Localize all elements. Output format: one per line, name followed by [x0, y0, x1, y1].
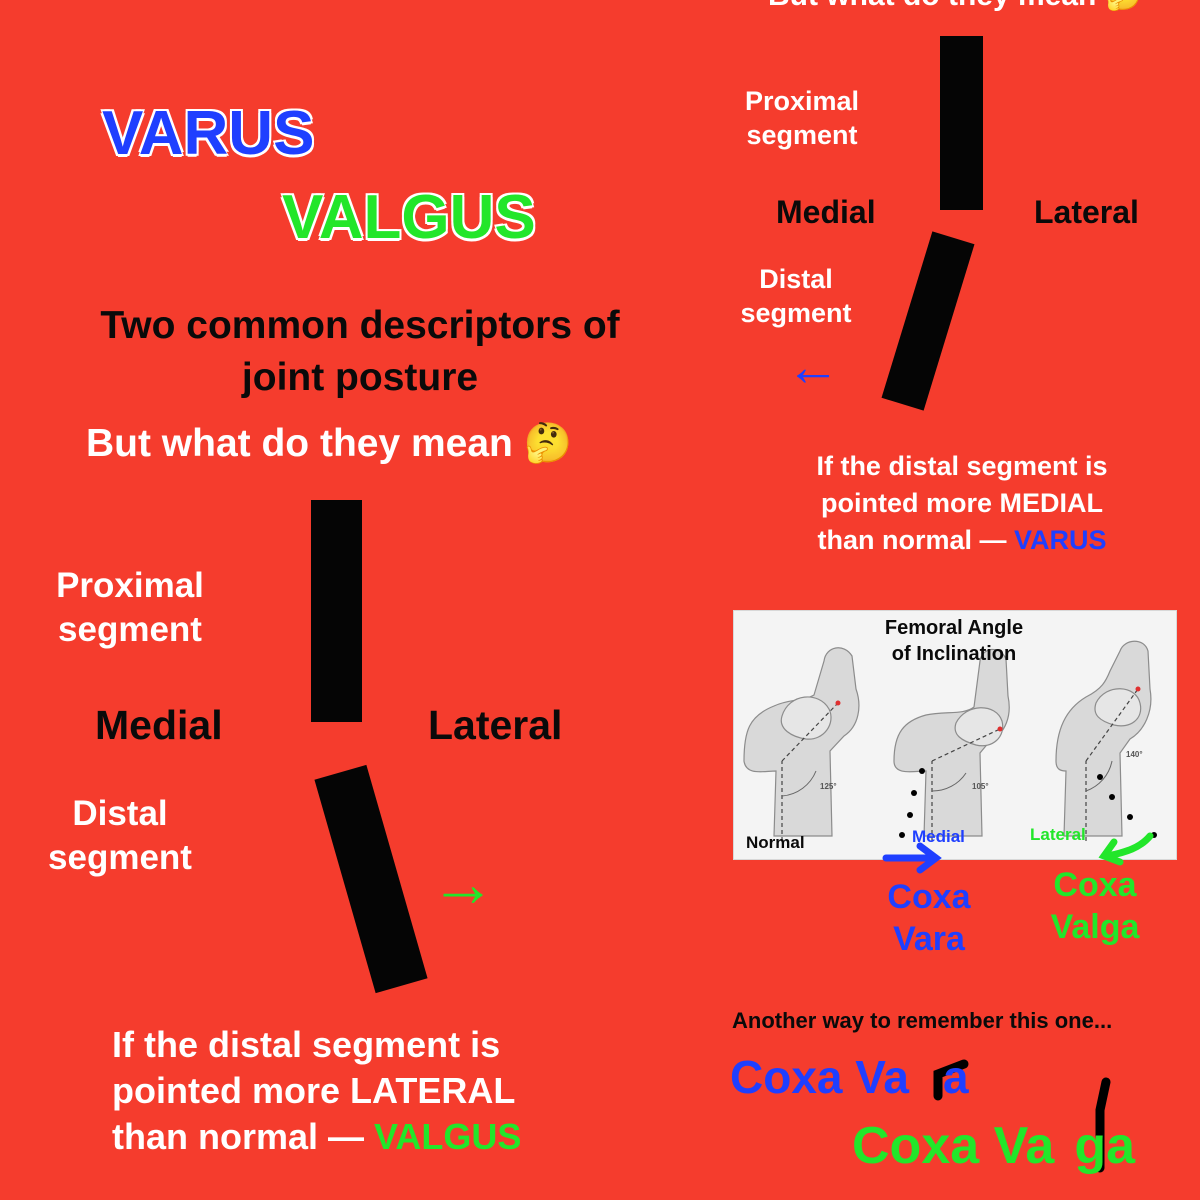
coxa-valga-label: Coxa Valga: [1050, 866, 1140, 946]
mnemonic-vara-end: a: [943, 1051, 969, 1103]
varus-caption-line1: If the distal segment is: [816, 451, 1108, 481]
figure-title-line1: Femoral Angle: [884, 617, 1024, 639]
femoral-angle-figure: 125° 105° 140° Femoral Angle of Inclinat…: [733, 610, 1177, 860]
valgus-caption-line1: If the distal segment is: [112, 1024, 501, 1065]
figure-title: Femoral Angle of Inclination: [854, 615, 1054, 667]
question-text: But what do they mean 🤔: [86, 422, 573, 465]
lateral-label: Lateral: [428, 702, 563, 748]
angle-normal-label: 125°: [820, 782, 837, 791]
medial-label: Medial: [95, 702, 223, 748]
varus-caption-line2: pointed more MEDIAL: [821, 488, 1103, 518]
varus-caption-text: than normal —: [817, 525, 1014, 555]
varus-medial-label: Medial: [776, 194, 876, 230]
distal-label: Distal segment: [48, 794, 192, 877]
varus-title: VARUS: [102, 99, 315, 168]
varus-proximal-segment-bar: [940, 36, 983, 210]
femur-illustration: 125° 105° 140°: [743, 640, 1157, 841]
varus-proximal-label: Proximal segment: [744, 86, 860, 150]
varus-caption-line3: than normal — VARUS: [762, 522, 1162, 559]
angle-valga-label: 140°: [1126, 750, 1143, 759]
varus-lateral-label: Lateral: [1034, 194, 1139, 230]
varus-caption-term: VARUS: [1014, 525, 1107, 555]
medial-arrow-icon: ←: [786, 337, 840, 397]
distal-segment-bar: [314, 764, 428, 994]
figure-lateral-label: Lateral: [1030, 825, 1086, 844]
mnemonic-valga-text: Coxa Va: [852, 1117, 1055, 1175]
mnemonic-valga: Coxa Va ga: [852, 1116, 1135, 1176]
top-cut-text: But what do they mean 🤔: [768, 0, 1142, 13]
angle-vara-label: 105°: [972, 782, 989, 791]
valgus-title: VALGUS: [282, 183, 536, 252]
descriptor-text: Two common descriptors of joint posture: [100, 304, 620, 399]
valgus-caption-text: than normal —: [112, 1116, 375, 1157]
mnemonic-vara-text: Coxa Va: [730, 1051, 909, 1103]
figure-normal-label: Normal: [746, 833, 805, 852]
figure-medial-label: Medial: [912, 827, 965, 846]
coxa-vara-label: Coxa Vara: [887, 878, 971, 958]
mnemonic-vara: Coxa Va a: [730, 1050, 969, 1104]
varus-distal-segment-bar: [881, 231, 975, 411]
mnemonic-valga-end: ga: [1074, 1117, 1136, 1175]
mnemonic-heading: Another way to remember this one...: [732, 1008, 1113, 1033]
proximal-segment-bar: [311, 500, 362, 722]
valgus-caption-line2: pointed more LATERAL: [112, 1070, 516, 1111]
varus-caption: If the distal segment is pointed more ME…: [762, 448, 1162, 559]
proximal-label: Proximal segment: [56, 566, 204, 649]
valgus-caption-line3: than normal — VALGUS: [112, 1114, 521, 1160]
figure-title-line2: of Inclination: [891, 643, 1017, 665]
valgus-caption-term: VALGUS: [374, 1116, 522, 1157]
varus-distal-label: Distal segment: [740, 264, 852, 328]
lateral-arrow-icon: →: [430, 846, 496, 920]
valgus-caption: If the distal segment is pointed more LA…: [112, 1022, 521, 1160]
